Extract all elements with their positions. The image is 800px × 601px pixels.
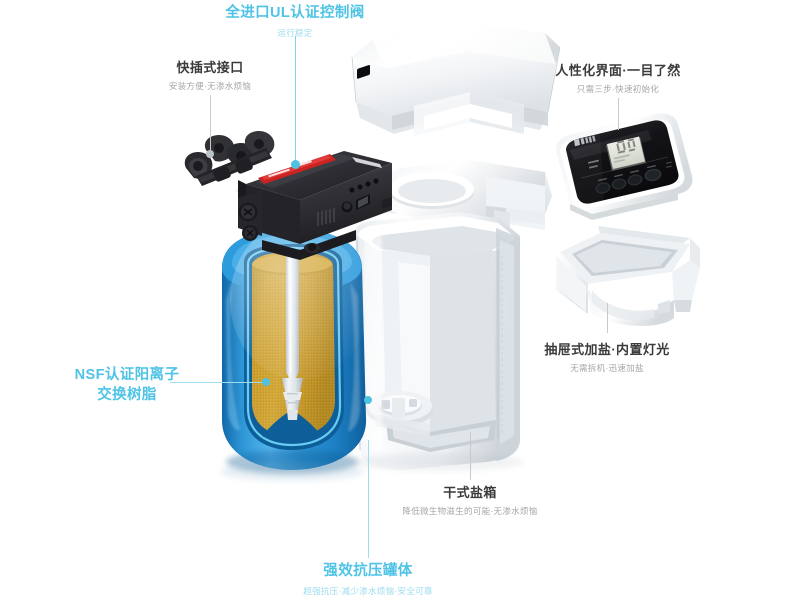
panel-button-row: [595, 161, 672, 194]
callout-title-dry-brine-tank: 干式盐箱: [443, 485, 497, 500]
callout-dot-nsf-resin: [262, 378, 270, 386]
cabinet-top-cover: [351, 26, 561, 136]
leader-line-nsf-resin: [170, 382, 266, 383]
resin-tank: [222, 220, 370, 474]
callout-subtitle-user-interface: 只需三步·快速初始化: [576, 83, 660, 94]
callout-subtitle-quick-connect: 安装方便·无渗水烦恼: [168, 80, 252, 91]
callout-subtitle-pressure-tank: 超强抗压·减少渗水烦恼·安全可靠: [303, 585, 433, 596]
callout-dot-pressure-tank: [364, 396, 372, 404]
panel-brand-logo: [574, 135, 596, 147]
salt-drawer: [556, 226, 700, 326]
callout-subtitle-dry-brine-tank: 降低微生物滋生的可能·无渗水烦恼: [402, 505, 538, 516]
brine-well: [366, 391, 434, 436]
callout-control-valve: 全进口UL认证控制阀 运行稳定: [0, 4, 590, 39]
callout-title-salt-drawer: 抽屉式加盐·内置灯光: [544, 342, 670, 357]
leader-line-pressure-tank: [368, 440, 369, 558]
panel-indicator-labels: [588, 159, 599, 169]
callout-dry-brine-tank: 干式盐箱 降低微生物滋生的可能·无渗水烦恼: [370, 484, 570, 517]
callout-quick-connect: 快插式接口 安装方便·无渗水烦恼: [120, 59, 300, 92]
callout-salt-drawer: 抽屉式加盐·内置灯光 无需拆机·迅速加盐: [507, 341, 707, 374]
callout-user-interface: 人性化界面·一目了然 只需三步·快速初始化: [518, 62, 718, 95]
callout-title-pressure-tank: 强效抗压罐体: [323, 563, 413, 579]
panel-lcd-display: [606, 136, 646, 171]
leader-line-control-valve: [295, 36, 296, 161]
leader-line-quick-connect: [210, 95, 211, 153]
callout-dot-quick-connect: [206, 150, 214, 158]
valve-bypass-knobs: [238, 190, 262, 241]
callout-dot-control-valve: [291, 160, 300, 169]
cabinet-body-brine-tank: [355, 212, 520, 470]
leader-line-user-interface: [618, 98, 619, 130]
control-valve: [184, 65, 392, 260]
leader-line-salt-drawer: [607, 303, 608, 333]
callout-title-control-valve: 全进口UL认证控制阀: [225, 5, 365, 21]
callout-title-nsf-resin-line2: 交换树脂: [97, 386, 157, 403]
quick-connect-fittings: [184, 131, 275, 206]
callout-subtitle-control-valve: 运行稳定: [277, 27, 313, 38]
cabinet-trim-ring: [350, 160, 552, 240]
callout-pressure-tank: 强效抗压罐体 超强抗压·减少渗水烦恼·安全可靠: [268, 562, 468, 597]
control-panel: [556, 113, 693, 220]
callout-nsf-resin: NSF认证阳离子 交换树脂: [62, 366, 192, 405]
callout-title-quick-connect: 快插式接口: [176, 60, 244, 75]
callout-subtitle-salt-drawer: 无需拆机·迅速加盐: [570, 362, 644, 373]
callout-title-nsf-resin-line1: NSF认证阳离子: [74, 367, 180, 383]
valve-vents: [317, 208, 335, 226]
leader-line-dry-brine-tank: [470, 432, 471, 480]
callout-title-user-interface: 人性化界面·一目了然: [555, 63, 681, 78]
